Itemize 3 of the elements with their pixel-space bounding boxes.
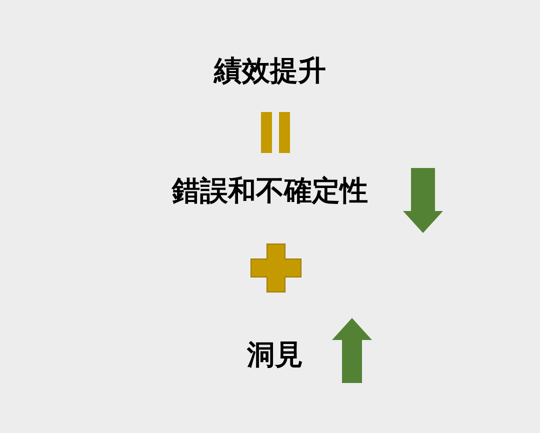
equation-term: 錯誤和不確定性: [172, 174, 368, 208]
equation-term: 洞見: [247, 338, 303, 372]
equation-term: 績效提升: [214, 54, 326, 88]
